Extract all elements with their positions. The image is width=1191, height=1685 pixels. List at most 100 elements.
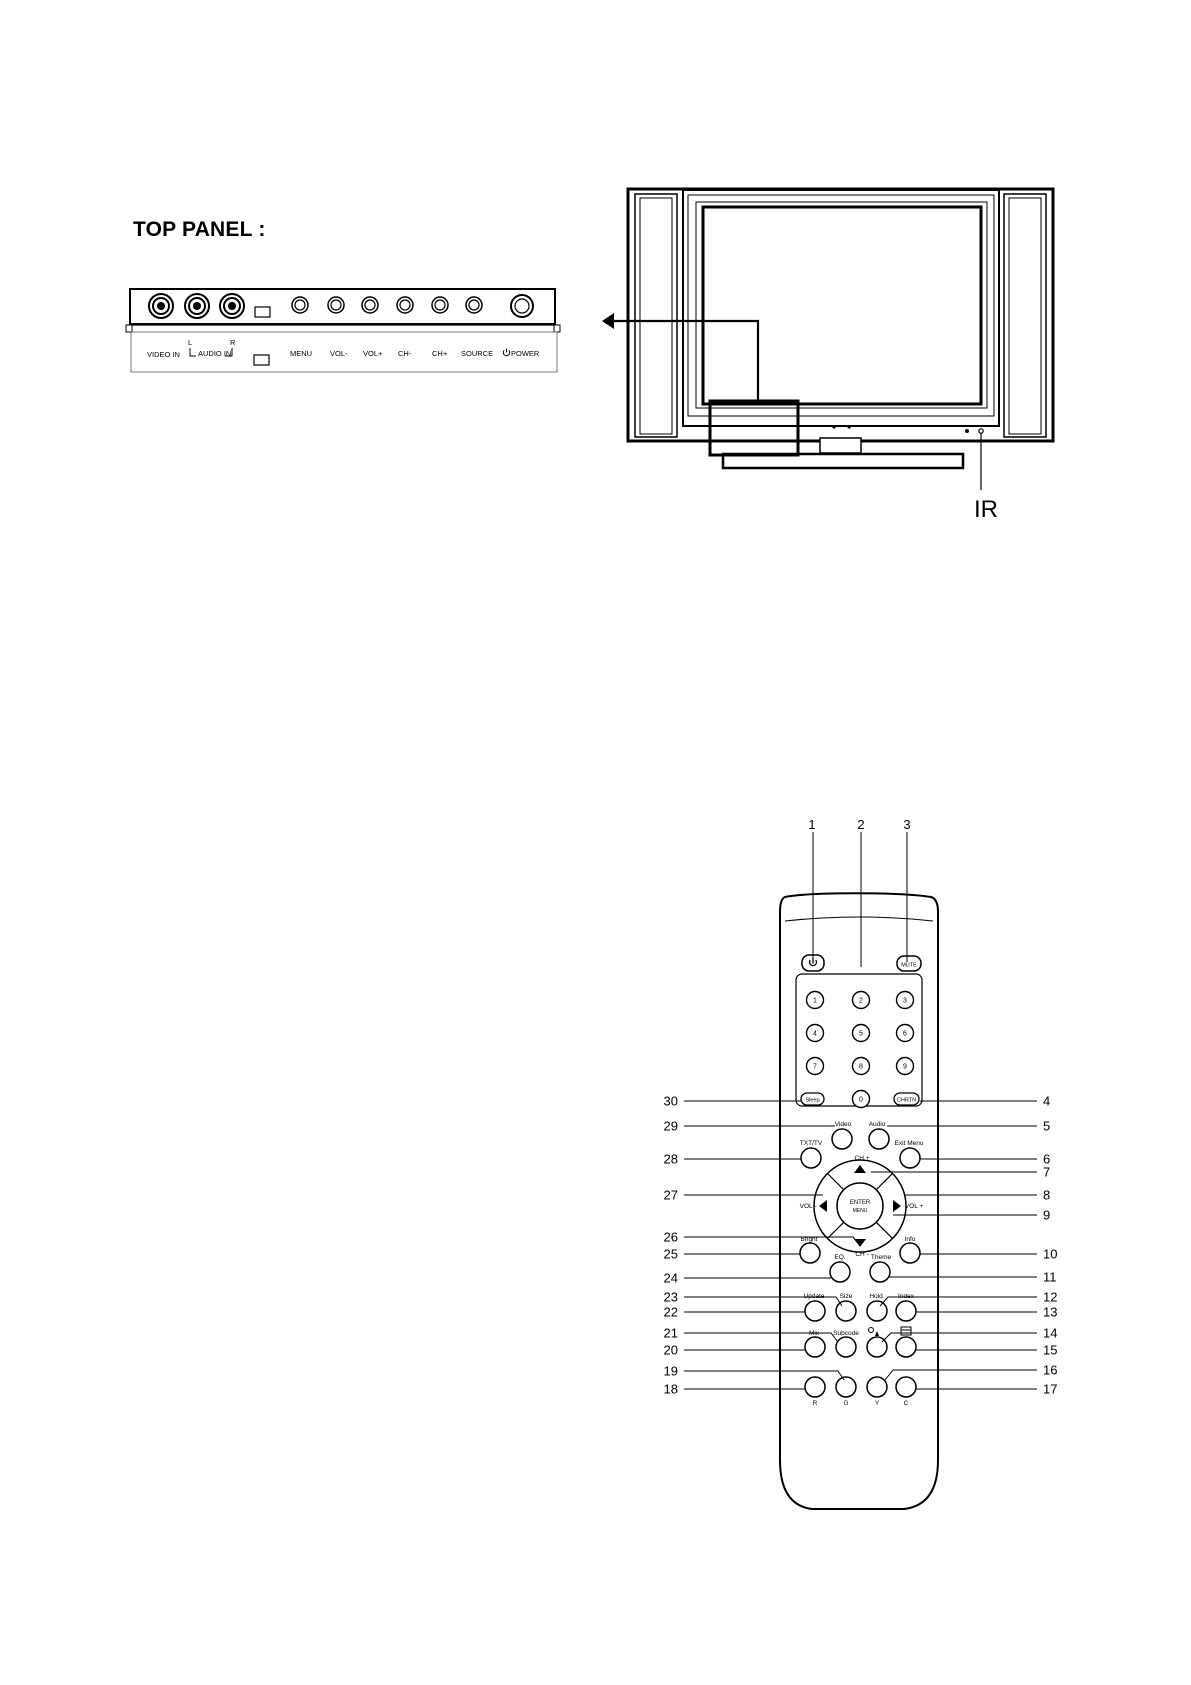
ch-minus-key-label: CH - — [855, 1251, 868, 1258]
video-in-label: VIDEO IN — [147, 350, 180, 359]
callout-number: 29 — [664, 1119, 678, 1134]
digit-label: 4 — [813, 1031, 817, 1038]
left-arrow-icon — [819, 1200, 827, 1212]
tv-stand-neck — [819, 437, 862, 454]
callout-number: 4 — [1043, 1094, 1050, 1109]
digit-label: 7 — [813, 1064, 817, 1071]
bright-label: Bright — [801, 1236, 818, 1243]
digit-button-3: 3 — [895, 990, 915, 1010]
sleep-button: Sleep — [800, 1092, 825, 1106]
source-panel-button — [465, 296, 483, 314]
callout-number: 17 — [1043, 1382, 1057, 1397]
ch-minus-panel-button — [396, 296, 414, 314]
left-speaker — [634, 193, 678, 438]
ch-plus-label: CH+ — [432, 349, 448, 358]
menu-panel-button — [291, 296, 309, 314]
arrowhead-icon — [602, 313, 614, 329]
callout-number: 21 — [664, 1326, 678, 1341]
audio-button: Audio — [868, 1121, 890, 1150]
digit-button-2: 2 — [851, 990, 871, 1010]
callout-number: 16 — [1043, 1363, 1057, 1378]
callout-number: 26 — [664, 1230, 678, 1245]
txt-tv-button: TXT/TV — [800, 1140, 823, 1169]
theme-button: Theme — [869, 1254, 892, 1283]
callout-number: 23 — [664, 1290, 678, 1305]
right-arrow-icon — [893, 1200, 901, 1212]
callout-number: 5 — [1043, 1119, 1050, 1134]
reveal-icon — [868, 1327, 879, 1336]
power-panel-button — [510, 294, 534, 318]
vol-plus-label: VOL+ — [363, 349, 383, 358]
hold-label: Hold — [869, 1293, 883, 1300]
chrtn-label: CHRTN — [897, 1098, 916, 1104]
vol-plus-key-label: VOL + — [905, 1203, 924, 1210]
digit-label: 9 — [903, 1064, 907, 1071]
callout-number: 11 — [1043, 1270, 1057, 1285]
video-label: Video — [835, 1121, 852, 1128]
ch-plus-key-label: CH + — [855, 1155, 870, 1162]
size-label: Size — [840, 1293, 853, 1300]
callout-number: 2 — [857, 817, 864, 832]
audio-label: Audio — [869, 1121, 886, 1128]
audio-in-l-jack — [184, 293, 210, 319]
audio-in-r-jack — [219, 293, 245, 319]
digit-label: 6 — [903, 1031, 907, 1038]
down-arrow-icon — [854, 1239, 866, 1247]
exit-menu-label: Exit Menu — [895, 1140, 924, 1147]
exit-menu-button: Exit Menu — [895, 1140, 924, 1169]
menu-label: MENU — [290, 349, 312, 358]
callout-number: 30 — [664, 1094, 678, 1109]
callout-number: 14 — [1043, 1326, 1057, 1341]
info-button: Info — [899, 1236, 921, 1264]
callout-number: 28 — [664, 1152, 678, 1167]
callout-number: 22 — [664, 1305, 678, 1320]
audio-l-label: L — [188, 338, 192, 347]
theme-label: Theme — [871, 1254, 892, 1261]
up-arrow-icon — [854, 1165, 866, 1173]
top-panel-figure: VIDEO IN L R AUDIO IN MENU VOL- VOL+ CH-… — [125, 288, 561, 373]
digit-button-7: 7 — [805, 1056, 825, 1076]
callout-number: 19 — [664, 1364, 678, 1379]
callout-leader-lines — [684, 832, 1037, 1390]
callout-number: 3 — [903, 817, 910, 832]
subpage-icon — [900, 1326, 912, 1336]
tv-screen — [701, 205, 983, 406]
hold-button: Hold — [866, 1293, 888, 1322]
digit-button-6: 6 — [895, 1023, 915, 1043]
menu-key-label: MENU — [853, 1208, 868, 1214]
cyan-button: C — [895, 1376, 917, 1407]
right-speaker — [1003, 193, 1047, 438]
video-in-jack — [148, 293, 174, 319]
callout-number: 13 — [1043, 1305, 1057, 1320]
ch-plus-panel-button — [431, 296, 449, 314]
digit-label: 1 — [813, 998, 817, 1005]
callout-number: 12 — [1043, 1290, 1057, 1305]
subpage-button — [895, 1326, 917, 1358]
power-label: POWER — [511, 349, 540, 358]
cyan-key-label: C — [904, 1400, 909, 1407]
digit-label: 0 — [859, 1097, 863, 1104]
ch-minus-label: CH- — [398, 349, 412, 358]
eq-button: EQ. — [829, 1254, 851, 1283]
vol-minus-panel-button — [327, 296, 345, 314]
bright-button: Bright — [799, 1236, 821, 1264]
audio-in-label: AUDIO IN — [198, 349, 231, 358]
size-button: Size — [835, 1293, 857, 1322]
callout-number: 25 — [664, 1247, 678, 1262]
ir-sensor-icon — [978, 428, 984, 434]
callout-arrow — [610, 319, 760, 401]
yellow-button: Y — [866, 1376, 888, 1407]
digit-label: 2 — [859, 998, 863, 1005]
digit-button-9: 9 — [895, 1056, 915, 1076]
callout-number: 1 — [808, 817, 815, 832]
audio-r-label: R — [230, 338, 236, 347]
yellow-key-label: Y — [875, 1400, 880, 1407]
mute-button: MUTE — [896, 955, 922, 972]
top-panel-label-plate — [130, 331, 558, 373]
green-button: G — [835, 1376, 857, 1407]
sleep-label: Sleep — [805, 1098, 819, 1104]
panel-slot-icon — [254, 306, 271, 318]
